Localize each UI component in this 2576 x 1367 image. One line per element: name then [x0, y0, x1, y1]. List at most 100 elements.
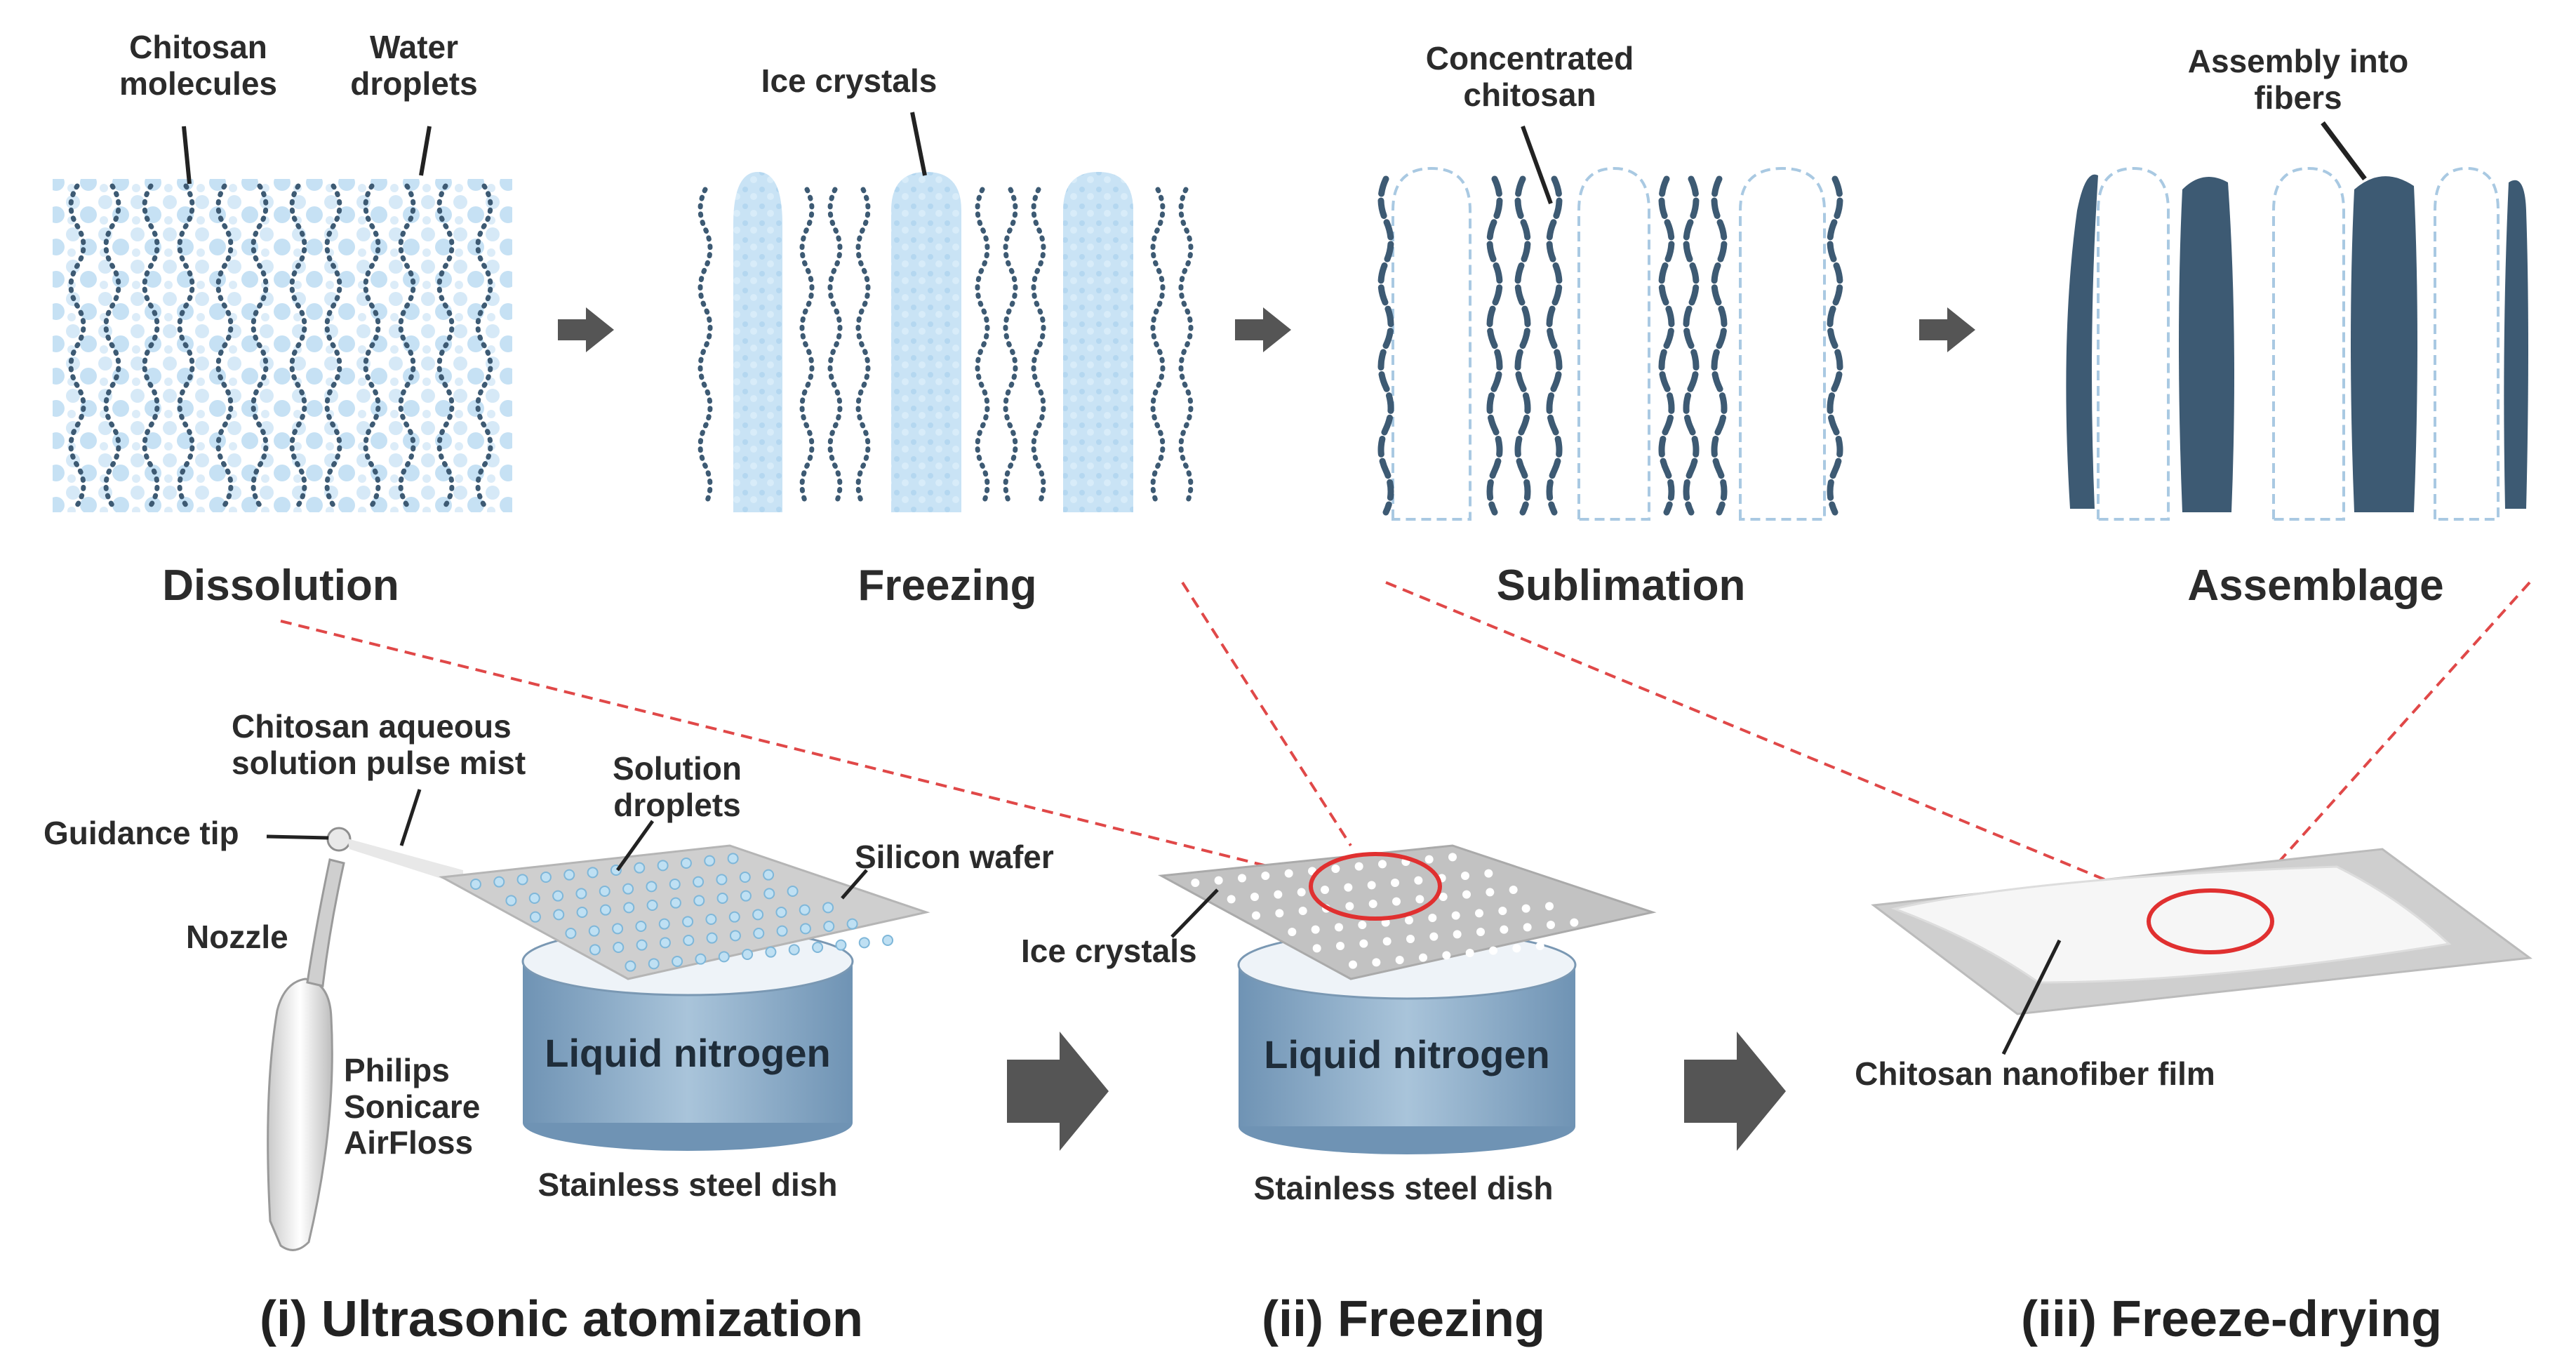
solution-droplet: [704, 855, 716, 867]
ice-crystal-dot: [1298, 907, 1307, 915]
chitosan-chain: [215, 183, 234, 508]
solution-droplet: [646, 900, 658, 911]
solution-droplet: [588, 925, 600, 937]
ice-crystal-dot: [1476, 928, 1485, 936]
solution-droplet: [682, 916, 694, 928]
void-outline: [2272, 166, 2345, 521]
ice-crystal-dot: [1349, 960, 1357, 969]
chitosan-chain: [975, 187, 990, 508]
ice-crystal-dot: [1358, 921, 1367, 929]
chitosan-dash-chain: [1658, 175, 1675, 516]
arrow-bottom-2: [1684, 1032, 1786, 1151]
stage-assemblage: Assemblage: [2187, 561, 2444, 610]
ice-pointer: [1170, 888, 1219, 938]
chitosan-molecule-chains: [698, 187, 1194, 508]
solution-droplet: [587, 867, 599, 879]
label-guidance-tip: Guidance tip: [44, 815, 239, 851]
ice-crystal-dot: [1274, 890, 1283, 899]
chitosan-chain: [827, 187, 843, 508]
solution-droplet: [658, 918, 670, 930]
stage-sublimation: Sublimation: [1496, 561, 1746, 610]
ice-crystal-dot: [1535, 942, 1544, 950]
solution-droplet: [634, 862, 646, 874]
wafer-pointer: [841, 869, 868, 900]
solution-droplet: [622, 883, 634, 895]
ice-crystal-dot: [1453, 930, 1462, 939]
solution-droplet: [835, 939, 847, 951]
freezing-panel: [698, 112, 1194, 512]
ice-crystal-dot: [1321, 886, 1329, 894]
ice-crystal-dot: [1354, 862, 1363, 871]
arrow-3: [1919, 307, 1975, 352]
solution-droplet: [646, 881, 658, 893]
chitosan-fiber: [2179, 177, 2234, 512]
assembly-pointer: [2321, 121, 2367, 181]
ice-crystal-dot: [1336, 942, 1344, 950]
solution-droplet: [599, 886, 610, 897]
label-assembly-into-fibers: Assembly into fibers: [2187, 43, 2409, 116]
chitosan-dash-chain: [1514, 175, 1531, 516]
airfloss-device-body: [267, 978, 333, 1251]
chitosan-chain: [289, 183, 307, 508]
ice-crystal-dot: [1311, 925, 1320, 934]
sublimation-panel: [1377, 125, 1843, 521]
chitosan-dash-chain: [1827, 175, 1843, 516]
chitosan-chain: [251, 183, 269, 508]
solution-droplet: [705, 914, 717, 925]
silicon-wafer: [439, 844, 930, 980]
solution-droplet: [693, 895, 705, 907]
label-silicon-wafer: Silicon wafer: [855, 839, 1054, 875]
solution-droplet: [575, 888, 587, 900]
solution-droplet: [846, 918, 858, 930]
solution-droplet: [553, 909, 565, 921]
label-ice-crystals-top: Ice crystals: [761, 62, 937, 99]
nanofiber-film: [1890, 865, 2452, 984]
ice-crystal-dot: [1382, 937, 1392, 946]
zoom-guide-lines: [280, 581, 2531, 910]
ice-crystal-column: [891, 172, 961, 512]
solution-droplet: [727, 853, 739, 865]
ice-crystal-dot: [1391, 879, 1399, 887]
ice-crystal-dot: [1545, 902, 1554, 911]
arrow-bottom-1: [1007, 1032, 1109, 1151]
ice-crystal-dot: [1344, 883, 1353, 892]
ice-crystal-dot: [1429, 932, 1439, 941]
ice-crystal-dot: [1439, 893, 1448, 901]
solution-droplet: [799, 904, 810, 916]
ice-crystal-dot: [1498, 907, 1507, 915]
chitosan-dash-chain: [1546, 175, 1563, 516]
ice-pointer: [910, 112, 927, 176]
solution-droplet: [613, 942, 625, 953]
void-outline: [1392, 166, 1471, 521]
airfloss-nozzle: [306, 858, 345, 987]
ice-crystal-dot: [1297, 888, 1306, 897]
label-chitosan-molecules: Chitosan molecules: [119, 29, 277, 102]
pulse-mist: [347, 839, 463, 886]
solution-droplet: [753, 928, 765, 939]
ice-crystal-dot: [1582, 937, 1591, 946]
solution-droplet: [563, 869, 575, 881]
solution-droplet: [680, 858, 692, 869]
solution-droplet: [693, 876, 705, 888]
solution-droplet: [763, 869, 775, 881]
solution-droplets: [469, 853, 894, 972]
solution-droplet: [882, 935, 894, 946]
ice-crystal-dot: [1521, 904, 1530, 913]
solution-droplet: [788, 944, 800, 956]
solution-droplet: [823, 921, 835, 932]
ice-crystal-dot: [1284, 869, 1293, 878]
solution-droplet: [659, 937, 671, 949]
ice-crystal-dot: [1372, 958, 1381, 967]
solution-droplet: [739, 872, 751, 883]
solution-droplet: [752, 909, 764, 921]
ice-crystal-dot: [1428, 914, 1437, 922]
ice-crystal-dot: [1559, 939, 1568, 948]
chitosan-chain: [799, 187, 815, 508]
solution-droplet: [540, 872, 552, 883]
ice-crystal-dot: [1465, 949, 1474, 957]
solution-droplet: [740, 890, 752, 902]
solution-droplet: [728, 911, 740, 923]
solution-droplet: [799, 923, 811, 935]
solution-droplet: [729, 930, 741, 942]
